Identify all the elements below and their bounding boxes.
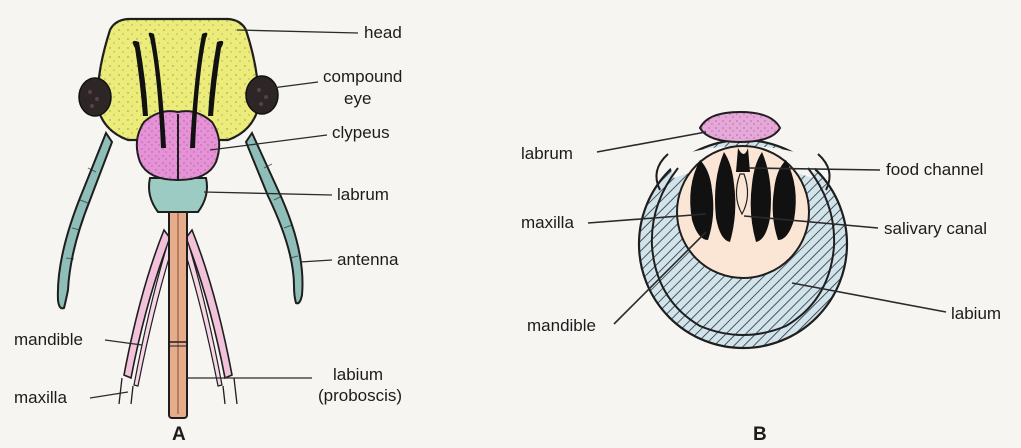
label-maxilla-a: maxilla [14,388,67,407]
label-compound-eye-line2: eye [344,89,371,108]
compound-eye-right [246,76,278,114]
label-antenna: antenna [337,250,398,269]
antenna-left [58,133,112,308]
mandible-right [186,230,232,378]
label-salivary-canal: salivary canal [884,219,987,238]
label-labium-proboscis: (proboscis) [318,386,402,405]
label-clypeus: clypeus [332,123,390,142]
antenna-right [246,133,303,303]
label-compound-eye-line1: compound [323,67,402,86]
label-mandible-b: mandible [527,316,596,335]
mandible-left [124,230,170,378]
label-maxilla-b: maxilla [521,213,574,232]
label-labium-a: labium [333,365,383,384]
labrum-a [149,178,207,212]
label-head: head [364,23,402,42]
label-mandible-a: mandible [14,330,83,349]
label-labrum-a: labrum [337,185,389,204]
compound-eye-left [79,78,111,116]
label-labium-b: labium [951,304,1001,323]
panel-a-letter: A [172,424,186,446]
label-food-channel: food channel [886,160,983,179]
panel-b-letter: B [753,424,767,446]
panel-a-figure [58,19,358,418]
label-labrum-b: labrum [521,144,573,163]
